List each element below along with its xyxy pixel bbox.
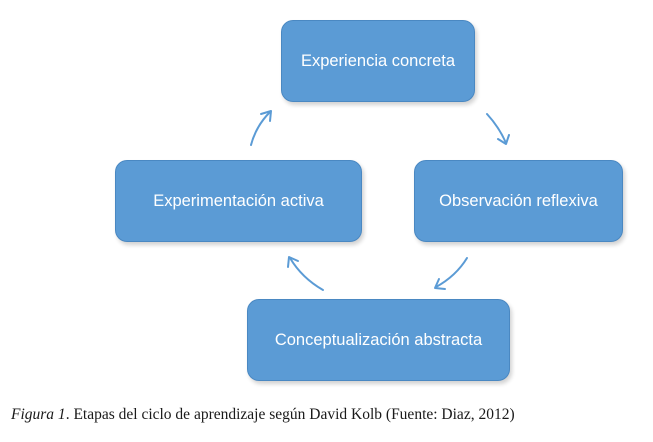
node-label: Observación reflexiva [439, 191, 598, 210]
figure-caption: Figura 1. Etapas del ciclo de aprendizaj… [11, 406, 515, 424]
arrow-top-to-right [486, 113, 510, 145]
arrow-left-to-top [250, 110, 272, 146]
node-experiencia-concreta: Experiencia concreta [281, 20, 475, 102]
figure-label: Figura 1 [11, 406, 66, 423]
node-experimentacion-activa: Experimentación activa [115, 160, 362, 242]
node-observacion-reflexiva: Observación reflexiva [414, 160, 623, 242]
node-label: Experimentación activa [153, 191, 324, 210]
figure-caption-text: . Etapas del ciclo de aprendizaje según … [65, 406, 515, 423]
node-label: Conceptualización abstracta [274, 330, 483, 349]
node-label: Experiencia concreta [300, 51, 456, 70]
arrow-right-to-bottom [434, 257, 468, 290]
node-conceptualizacion-abstracta: Conceptualización abstracta [247, 299, 510, 381]
kolb-cycle-diagram: Experiencia concreta Observación reflexi… [115, 20, 623, 381]
arrow-bottom-to-left [287, 256, 324, 291]
